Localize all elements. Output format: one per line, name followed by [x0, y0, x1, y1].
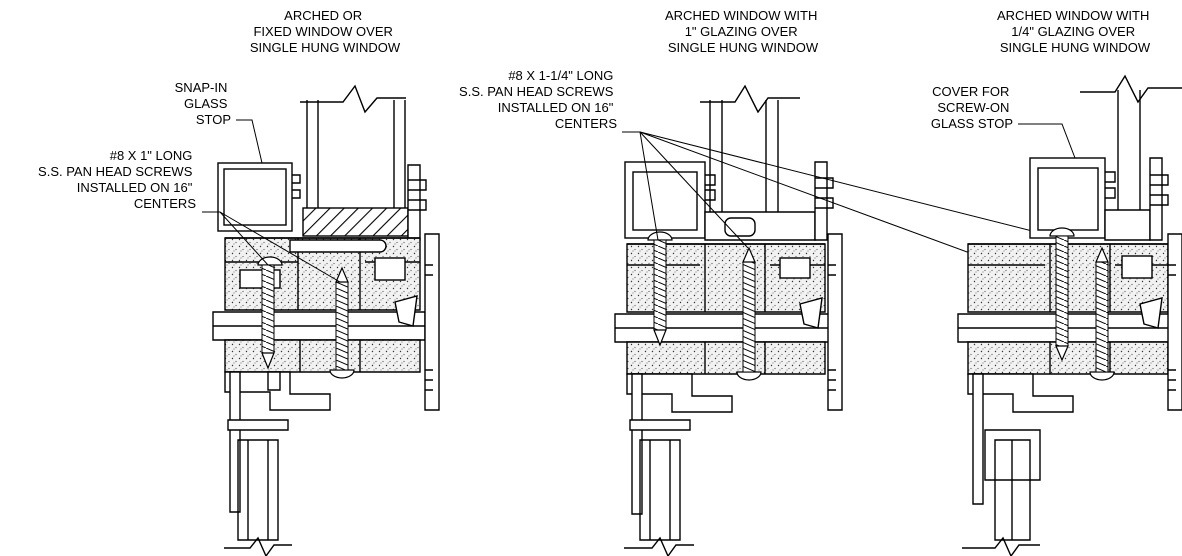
leader-glass-stop [236, 119, 263, 164]
detail-1-title: ARCHED OR FIXED WINDOW OVER SINGLE HUNG … [250, 8, 401, 55]
leader-cover-glass-stop [1018, 123, 1076, 159]
screw-1a [257, 256, 283, 370]
jamb-fin [1167, 233, 1182, 411]
detail-2-title: ARCHED WINDOW WITH 1" GLAZING OVER SINGL… [665, 8, 821, 55]
detail-2-one-inch-glazing: ARCHED WINDOW WITH 1" GLAZING OVER SINGL… [459, 8, 1099, 556]
detail-3-quarter-inch-glazing: ARCHED WINDOW WITH 1/4" GLAZING OVER SIN… [931, 8, 1182, 556]
jamb-fin [424, 233, 440, 411]
screw-2a [647, 231, 673, 347]
screw-spec-label-1: #8 X 1" LONG S.S. PAN HEAD SCREWS INSTAL… [38, 148, 196, 211]
upper-glazing [300, 84, 406, 208]
detail-3-title: ARCHED WINDOW WITH 1/4" GLAZING OVER SIN… [997, 8, 1153, 55]
snap-in-glass-stop-label: SNAP-IN GLASS STOP [175, 80, 231, 127]
glazing-bead [407, 164, 421, 241]
screw-3b [1089, 246, 1115, 381]
screw-1b [329, 266, 355, 379]
detail-1-fixed-over-single-hung: ARCHED OR FIXED WINDOW OVER SINGLE HUNG … [38, 8, 440, 556]
lower-frame-section [626, 341, 826, 375]
screw-spec-label-2: #8 X 1-1/4" LONG S.S. PAN HEAD SCREWS IN… [459, 68, 617, 131]
screw-2b [736, 246, 762, 381]
wood-setting-block [302, 207, 409, 237]
leader-screw-1b [219, 211, 341, 283]
cover-glass-stop-label: COVER FOR SCREW-ON GLASS STOP [931, 84, 1013, 131]
jamb-fin [827, 233, 843, 411]
screw-3a [1049, 227, 1075, 362]
lower-frame-section [224, 339, 421, 373]
snap-in-glass-stop-shape [217, 162, 301, 232]
